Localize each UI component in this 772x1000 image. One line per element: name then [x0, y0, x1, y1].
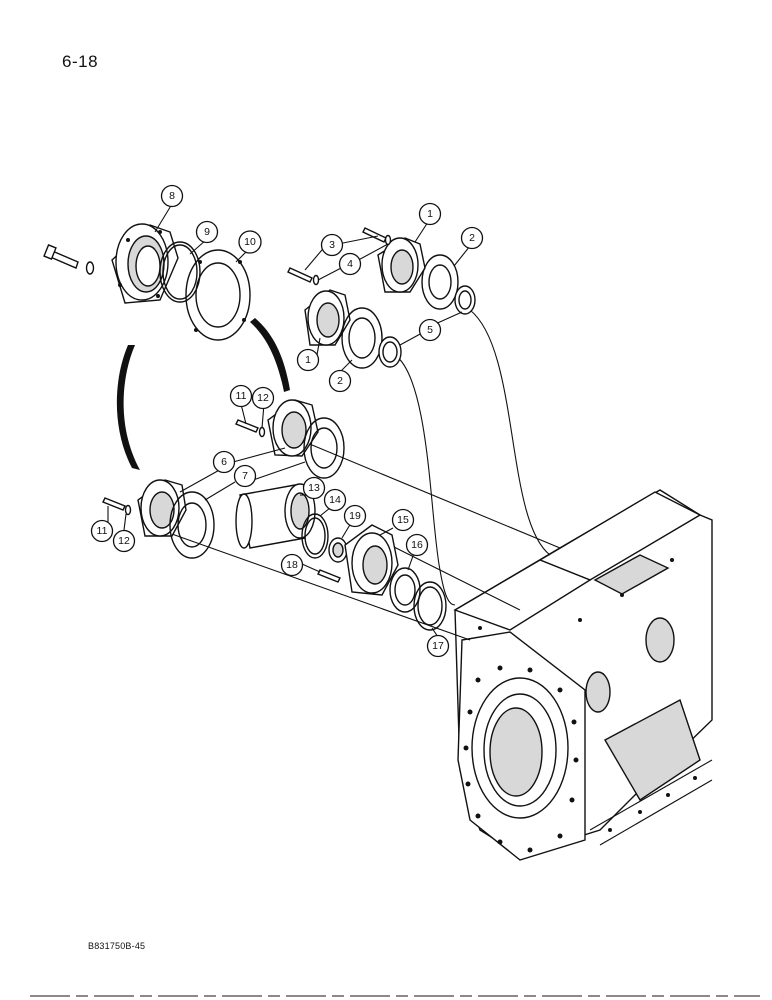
- callout-label: 17: [432, 640, 444, 652]
- part-8-bearing-retainer: [111, 223, 179, 304]
- callout-label: 2: [337, 375, 343, 387]
- callout-label: 10: [244, 236, 256, 248]
- callout-7: 7: [233, 464, 257, 488]
- callout-19: 19: [343, 504, 367, 528]
- sleeve-and-hub-assembly: [235, 483, 447, 631]
- callout-11-lower: 11: [90, 519, 114, 543]
- callout-18: 18: [280, 553, 304, 577]
- callout-16: 16: [405, 533, 429, 557]
- part-10-gasket: [185, 249, 251, 341]
- callout-3: 3: [320, 233, 344, 257]
- callout-12-lower: 12: [112, 529, 136, 553]
- middle-assembly: [235, 399, 345, 479]
- callout-label: 7: [242, 470, 248, 482]
- callout-1-lower: 1: [296, 348, 320, 372]
- upper-right-assembly: [287, 227, 476, 369]
- callout-label: 11: [97, 525, 108, 537]
- callout-label: 5: [427, 324, 433, 336]
- callout-9: 9: [195, 220, 219, 244]
- callout-label: 12: [118, 535, 130, 547]
- callout-2-lower: 2: [328, 369, 352, 393]
- callout-label: 9: [204, 226, 210, 238]
- callout-6: 6: [212, 450, 236, 474]
- callout-label: 4: [347, 258, 353, 270]
- callout-17: 17: [426, 634, 450, 658]
- callout-15: 15: [391, 508, 415, 532]
- callout-label: 1: [305, 354, 311, 366]
- callout-label: 19: [349, 510, 361, 522]
- callout-4: 4: [338, 252, 362, 276]
- bolt-left-of-8: [43, 244, 95, 275]
- callout-1-upper: 1: [418, 202, 442, 226]
- callout-label: 14: [329, 494, 341, 506]
- callout-label: 18: [286, 559, 298, 571]
- callout-label: 12: [257, 392, 269, 404]
- callout-8: 8: [160, 184, 184, 208]
- callout-label: 8: [169, 190, 175, 202]
- figure-code: B831750B-45: [88, 941, 146, 951]
- callout-label: 6: [221, 456, 227, 468]
- callout-label: 16: [411, 539, 423, 551]
- callout-label: 1: [427, 208, 433, 220]
- callout-label: 3: [329, 239, 335, 251]
- callout-13: 13: [302, 476, 326, 500]
- callout-5: 5: [418, 318, 442, 342]
- callout-label: 2: [469, 232, 475, 244]
- axle-housing: [453, 489, 713, 861]
- callout-label: 11: [236, 390, 247, 402]
- callout-2-upper: 2: [460, 226, 484, 250]
- callout-14: 14: [323, 488, 347, 512]
- callout-12-upper: 12: [251, 386, 275, 410]
- callout-label: 15: [397, 514, 409, 526]
- callout-11-upper: 11: [229, 384, 253, 408]
- callout-label: 13: [308, 482, 320, 494]
- page-number: 6-18: [62, 52, 99, 71]
- callout-10: 10: [238, 230, 262, 254]
- lower-left-assembly: [102, 479, 215, 559]
